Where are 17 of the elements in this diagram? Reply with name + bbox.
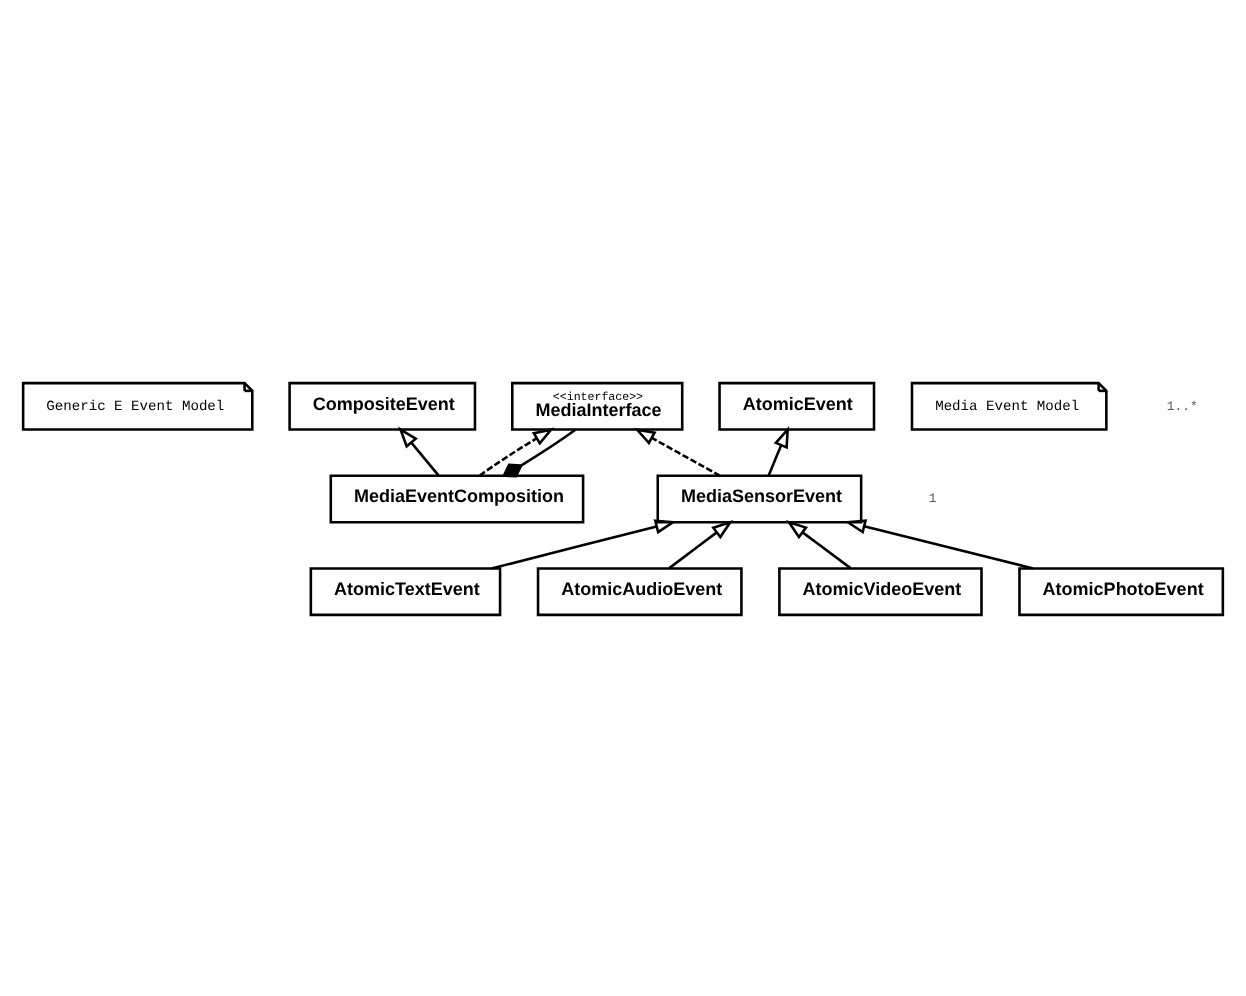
node-box: MediaSensorEvent (656, 473, 863, 523)
node-box: AtomicVideoEvent (778, 566, 983, 616)
node-box: MediaEventComposition (329, 473, 585, 523)
node-box: AtomicTextEvent (309, 566, 502, 616)
arrow (668, 518, 734, 569)
arrow (844, 518, 1034, 569)
arrow (491, 518, 677, 569)
arrow (398, 425, 440, 476)
arrow (785, 518, 852, 569)
arrow (767, 425, 790, 475)
connector (501, 427, 577, 477)
arrow (633, 426, 721, 476)
node-box: CompositeEvent (288, 380, 477, 430)
node-box: AtomicPhotoEvent (1018, 566, 1225, 616)
node-box: AtomicAudioEvent (536, 566, 743, 616)
node-box: AtomicEvent (718, 380, 876, 430)
arrow (479, 426, 555, 476)
